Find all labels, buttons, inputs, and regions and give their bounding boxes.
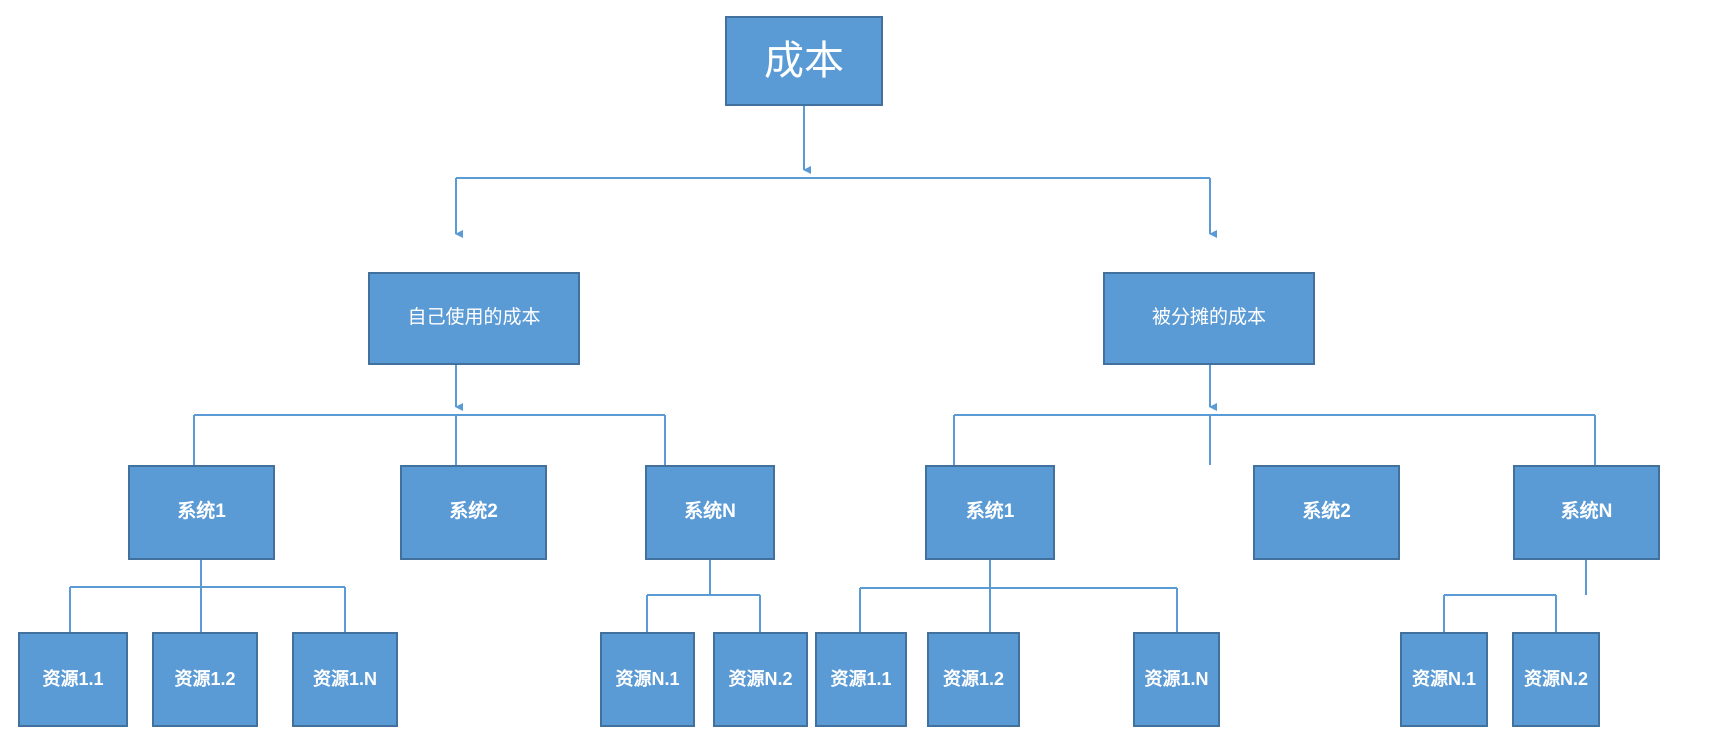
node-system-right-1[interactable]: 系统1 bbox=[925, 465, 1055, 560]
node-resource-right-1-1[interactable]: 资源1.1 bbox=[815, 632, 907, 727]
node-resource-right-n-2[interactable]: 资源N.2 bbox=[1512, 632, 1600, 727]
node-shared-cost[interactable]: 被分摊的成本 bbox=[1103, 272, 1315, 365]
node-system-left-2[interactable]: 系统2 bbox=[400, 465, 547, 560]
node-resource-right-1-2[interactable]: 资源1.2 bbox=[927, 632, 1020, 727]
node-system-left-1[interactable]: 系统1 bbox=[128, 465, 275, 560]
node-resource-left-1-n[interactable]: 资源1.N bbox=[292, 632, 398, 727]
node-resource-right-n-1[interactable]: 资源N.1 bbox=[1400, 632, 1488, 727]
node-self-used-cost[interactable]: 自己使用的成本 bbox=[368, 272, 580, 365]
node-root-cost[interactable]: 成本 bbox=[725, 16, 883, 106]
node-resource-left-n-1[interactable]: 资源N.1 bbox=[600, 632, 695, 727]
node-system-left-n[interactable]: 系统N bbox=[645, 465, 775, 560]
node-resource-right-1-n[interactable]: 资源1.N bbox=[1133, 632, 1220, 727]
node-system-right-2[interactable]: 系统2 bbox=[1253, 465, 1400, 560]
node-resource-left-n-2[interactable]: 资源N.2 bbox=[713, 632, 808, 727]
node-system-right-n[interactable]: 系统N bbox=[1513, 465, 1660, 560]
node-resource-left-1-2[interactable]: 资源1.2 bbox=[152, 632, 258, 727]
node-resource-left-1-1[interactable]: 资源1.1 bbox=[18, 632, 128, 727]
